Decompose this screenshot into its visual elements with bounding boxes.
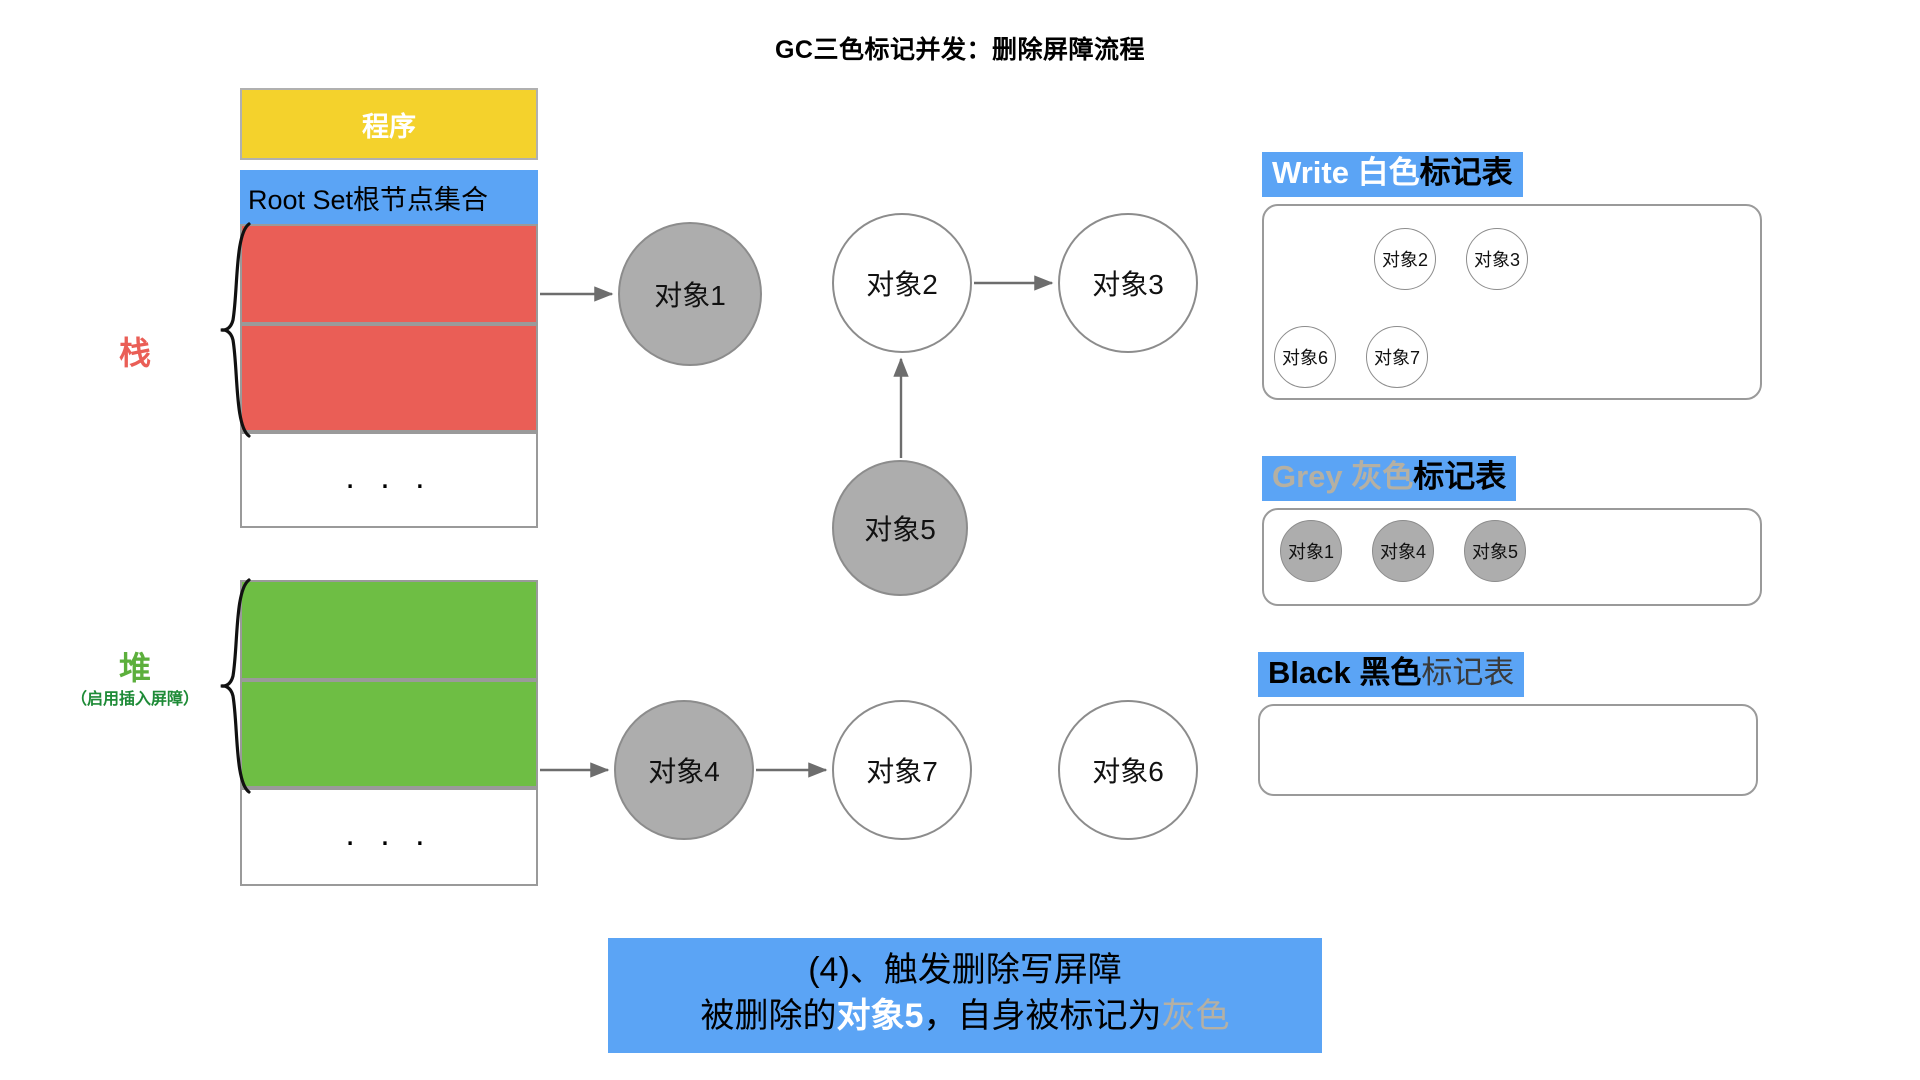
ellipsis-heap: . . . <box>345 815 433 853</box>
object-node-label: 对象3 <box>1092 269 1164 300</box>
memory-cell-heap-ellipsis: . . . <box>240 788 538 886</box>
grey-header-tail: 标记表 <box>1413 459 1507 494</box>
token-label: 对象5 <box>1471 542 1518 562</box>
black-header-cn: 黑色 <box>1359 655 1422 690</box>
grey-table-token-2[interactable]: 对象4 <box>1372 520 1434 582</box>
heap-sublabel: （启用插入屏障） <box>70 690 199 708</box>
heap-brace-icon <box>220 578 251 794</box>
stack-label: 栈 <box>118 335 151 371</box>
white-mark-table-header: Write 白色标记表 <box>1262 152 1523 197</box>
caption-line-1: (4)、触发删除写屏障 <box>808 951 1122 989</box>
object-node-4[interactable]: 对象4 <box>614 700 754 840</box>
memory-cell-program: 程序 <box>240 88 538 160</box>
white-table-token-1[interactable]: 对象2 <box>1374 228 1436 290</box>
memory-cell-heap-slot-1 <box>240 580 538 680</box>
black-mark-table-header: Black 黑色标记表 <box>1258 652 1525 697</box>
grey-table-token-1[interactable]: 对象1 <box>1280 520 1342 582</box>
object-node-label: 对象1 <box>654 280 726 311</box>
white-table-token-2[interactable]: 对象3 <box>1466 228 1528 290</box>
object-node-3[interactable]: 对象3 <box>1058 213 1198 353</box>
heap-label: 堆 （启用插入屏障） <box>40 650 230 709</box>
white-header-tail: 标记表 <box>1419 155 1513 190</box>
object-node-label: 对象7 <box>866 756 938 787</box>
white-header-en: Write <box>1272 155 1349 190</box>
memory-cell-stack-slot-1 <box>240 224 538 324</box>
memory-cell-stack-slot-2 <box>240 324 538 432</box>
caption-line2-grey: 灰色 <box>1161 996 1230 1035</box>
step-caption: (4)、触发删除写屏障 被删除的对象5，自身被标记为灰色 <box>608 938 1322 1054</box>
grey-header-cn: 灰色 <box>1351 459 1414 494</box>
object-node-1[interactable]: 对象1 <box>618 222 762 366</box>
black-mark-table-box <box>1258 704 1758 796</box>
caption-line-2: 被删除的对象5，自身被标记为灰色 <box>608 994 1322 1040</box>
page-title: GC三色标记并发：删除屏障流程 <box>774 36 1145 64</box>
object-node-7[interactable]: 对象7 <box>832 700 972 840</box>
grey-header-en: Grey <box>1272 459 1343 494</box>
object-node-5[interactable]: 对象5 <box>832 460 968 596</box>
grey-table-token-3[interactable]: 对象5 <box>1464 520 1526 582</box>
white-table-token-4[interactable]: 对象7 <box>1366 326 1428 388</box>
caption-line2-a: 被删除的 <box>700 996 837 1035</box>
root-set-label: Root Set根节点集合 <box>248 184 489 215</box>
heap-label-text: 堆 <box>118 650 151 686</box>
caption-line2-c: ，自身被标记为 <box>923 996 1162 1035</box>
black-header-tail: 标记表 <box>1421 655 1515 690</box>
token-label: 对象7 <box>1373 348 1420 368</box>
token-label: 对象3 <box>1473 250 1520 270</box>
object-node-label: 对象2 <box>866 269 938 300</box>
black-header-en: Black <box>1268 655 1351 690</box>
object-node-2[interactable]: 对象2 <box>832 213 972 353</box>
token-label: 对象4 <box>1379 542 1426 562</box>
object-node-label: 对象6 <box>1092 756 1164 787</box>
token-label: 对象1 <box>1287 542 1334 562</box>
program-label: 程序 <box>362 111 416 142</box>
token-label: 对象6 <box>1281 348 1328 368</box>
token-label: 对象2 <box>1381 250 1428 270</box>
object-node-6[interactable]: 对象6 <box>1058 700 1198 840</box>
memory-cell-root-set: Root Set根节点集合 <box>240 170 538 224</box>
caption-line2-object: 对象5 <box>836 996 924 1035</box>
memory-cell-heap-slot-2 <box>240 680 538 788</box>
memory-cell-stack-ellipsis: . . . <box>240 432 538 528</box>
grey-mark-table-header: Grey 灰色标记表 <box>1262 456 1517 501</box>
stack-brace-icon <box>220 222 251 438</box>
object-node-label: 对象5 <box>864 514 936 545</box>
object-node-label: 对象4 <box>648 756 720 787</box>
white-header-cn: 白色 <box>1357 155 1420 190</box>
ellipsis-stack: . . . <box>345 458 433 496</box>
white-table-token-3[interactable]: 对象6 <box>1274 326 1336 388</box>
